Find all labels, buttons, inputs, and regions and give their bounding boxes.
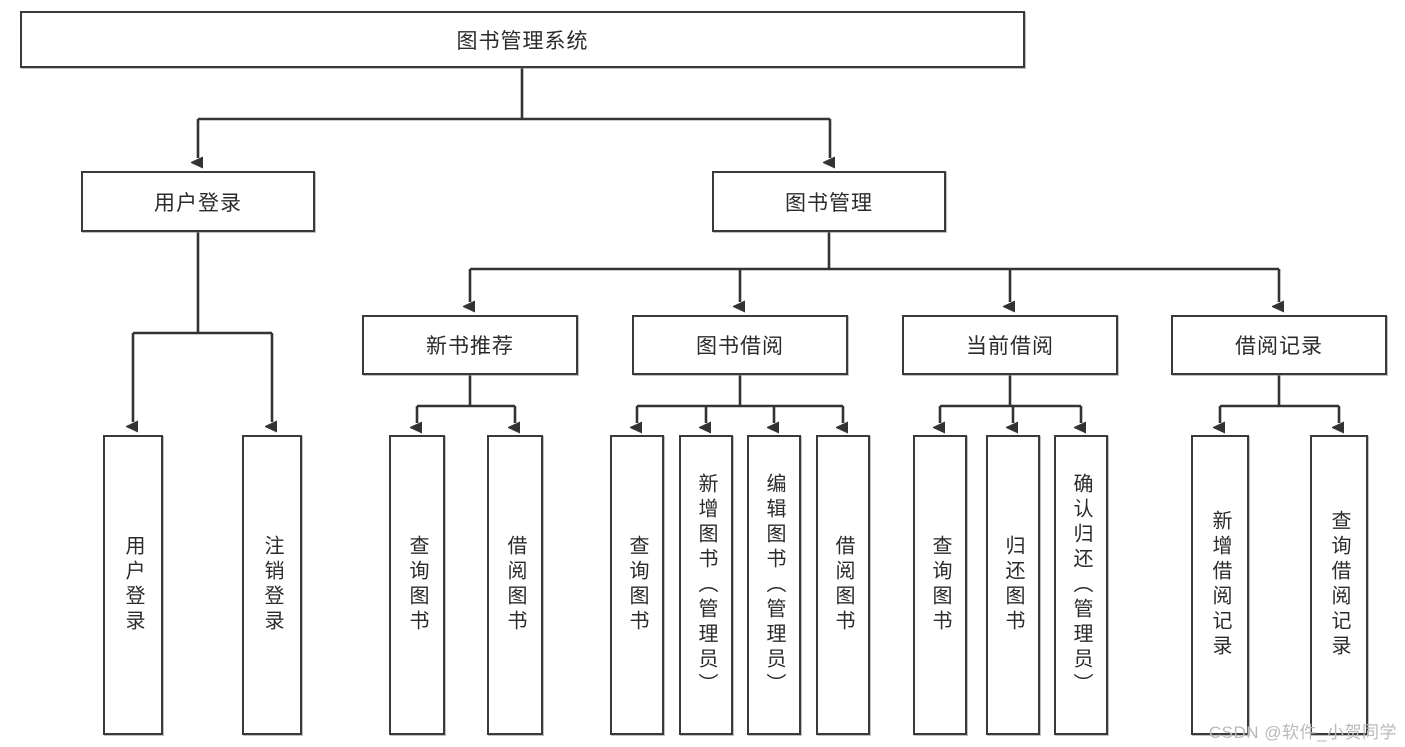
node-borrow-record[interactable]: 借阅记录 bbox=[1171, 315, 1387, 375]
node-leaf-return-book-label: 归还图书 bbox=[1002, 535, 1024, 635]
node-leaf-query-book-3[interactable]: 查询图书 bbox=[913, 435, 967, 735]
node-user-login[interactable]: 用户登录 bbox=[81, 171, 315, 232]
edge-bookmanage-to-level3 bbox=[470, 232, 1279, 302]
node-leaf-add-borrow-record-label: 新增借阅记录 bbox=[1209, 510, 1231, 660]
node-leaf-query-book-1[interactable]: 查询图书 bbox=[389, 435, 445, 735]
node-leaf-query-book-1-label: 查询图书 bbox=[406, 535, 428, 635]
node-leaf-borrow-book-2-label: 借阅图书 bbox=[832, 535, 854, 635]
node-book-manage-label: 图书管理 bbox=[785, 191, 873, 215]
node-leaf-user-login[interactable]: 用户登录 bbox=[103, 435, 163, 735]
node-leaf-borrow-book-1[interactable]: 借阅图书 bbox=[487, 435, 543, 735]
edge-currentborrow-to-leaves bbox=[940, 375, 1081, 423]
node-leaf-add-book-admin[interactable]: 新增图书（管理员） bbox=[679, 435, 733, 735]
node-leaf-edit-book-admin-label: 编辑图书（管理员） bbox=[763, 472, 785, 698]
node-root[interactable]: 图书管理系统 bbox=[20, 11, 1025, 68]
node-leaf-add-book-admin-label: 新增图书（管理员） bbox=[695, 472, 717, 698]
node-new-book-recommend-label: 新书推荐 bbox=[426, 335, 514, 358]
node-leaf-query-borrow-record[interactable]: 查询借阅记录 bbox=[1310, 435, 1368, 735]
node-leaf-query-book-2[interactable]: 查询图书 bbox=[610, 435, 664, 735]
node-user-login-label: 用户登录 bbox=[154, 191, 242, 215]
node-leaf-logout-login[interactable]: 注销登录 bbox=[242, 435, 302, 735]
node-leaf-borrow-book-1-label: 借阅图书 bbox=[504, 535, 526, 635]
node-book-borrow[interactable]: 图书借阅 bbox=[632, 315, 848, 375]
node-book-manage[interactable]: 图书管理 bbox=[712, 171, 946, 232]
node-current-borrow-label: 当前借阅 bbox=[966, 335, 1054, 358]
edge-borrowrecord-to-leaves bbox=[1220, 375, 1339, 423]
node-leaf-edit-book-admin[interactable]: 编辑图书（管理员） bbox=[747, 435, 801, 735]
node-leaf-borrow-book-2[interactable]: 借阅图书 bbox=[816, 435, 870, 735]
node-borrow-record-label: 借阅记录 bbox=[1235, 335, 1323, 358]
node-leaf-confirm-return-admin-label: 确认归还（管理员） bbox=[1070, 472, 1092, 698]
node-new-book-recommend[interactable]: 新书推荐 bbox=[362, 315, 578, 375]
edge-userlogin-to-leaves bbox=[133, 232, 272, 422]
node-leaf-logout-login-label: 注销登录 bbox=[261, 535, 283, 635]
node-leaf-confirm-return-admin[interactable]: 确认归还（管理员） bbox=[1054, 435, 1108, 735]
node-leaf-query-book-3-label: 查询图书 bbox=[929, 535, 951, 635]
edge-newbook-to-leaves bbox=[417, 375, 515, 423]
node-current-borrow[interactable]: 当前借阅 bbox=[902, 315, 1118, 375]
node-leaf-user-login-label: 用户登录 bbox=[122, 535, 144, 635]
node-leaf-return-book[interactable]: 归还图书 bbox=[986, 435, 1040, 735]
node-leaf-query-borrow-record-label: 查询借阅记录 bbox=[1328, 510, 1350, 660]
node-root-label: 图书管理系统 bbox=[456, 29, 589, 53]
node-leaf-add-borrow-record[interactable]: 新增借阅记录 bbox=[1191, 435, 1249, 735]
node-book-borrow-label: 图书借阅 bbox=[696, 335, 784, 358]
node-leaf-query-book-2-label: 查询图书 bbox=[626, 535, 648, 635]
edge-bookborrow-to-leaves bbox=[637, 375, 843, 423]
edge-root-to-level2 bbox=[198, 68, 830, 158]
